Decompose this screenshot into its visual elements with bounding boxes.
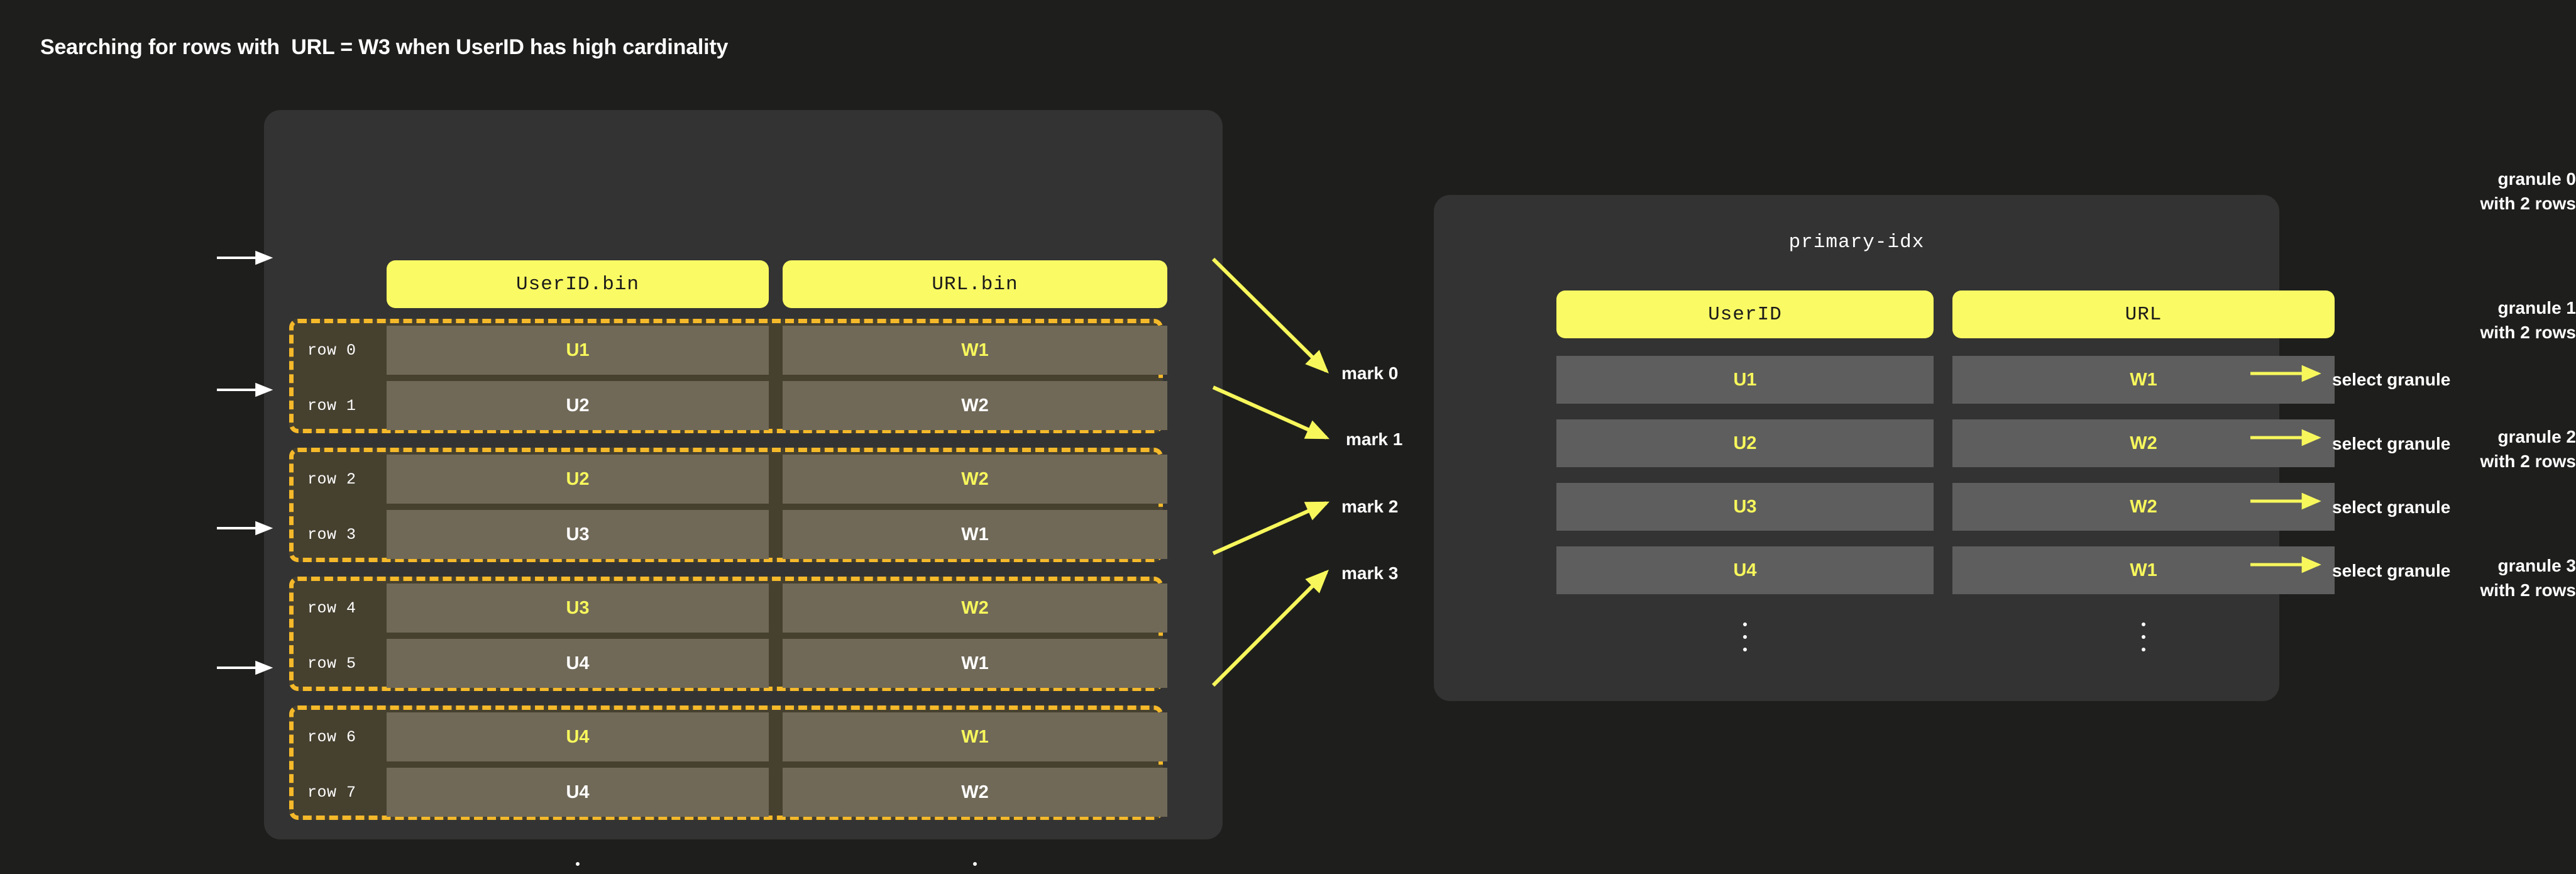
cell-url: W2: [783, 381, 1167, 430]
url-bin-ellipsis-icon: [969, 862, 981, 874]
mark-label-2: mark 2: [1341, 497, 1399, 516]
column-header-url-bin: URL.bin: [783, 260, 1167, 308]
table-row: row 2 U2 W2: [294, 455, 1167, 504]
granule-0[interactable]: row 0 U1 W1 row 1 U2 W2: [289, 319, 1167, 433]
mark-connector-3: [1211, 570, 1329, 687]
granule-label-2: granule 2 with 2 rows: [2480, 427, 2576, 471]
mark-connector-1: [1212, 385, 1330, 440]
index-row[interactable]: U4 W1: [1434, 546, 2335, 594]
column-header-userid-bin: UserID.bin: [387, 260, 769, 308]
select-granule-label-2: select granule: [2332, 497, 2451, 517]
index-row[interactable]: U1 W1: [1434, 356, 2335, 404]
granule-pointer-arrows: [217, 250, 273, 675]
index-cell-url: W2: [1952, 419, 2335, 467]
index-cell-url: W1: [1952, 546, 2335, 594]
column-header-url: URL: [1952, 290, 2335, 338]
granule-2[interactable]: row 4 U3 W2 row 5 U4 W1: [289, 577, 1167, 691]
index-cell-url: W2: [1952, 483, 2335, 531]
table-row: row 7 U4 W2: [294, 768, 1167, 817]
row-label: row 3: [307, 525, 356, 544]
row-label: row 7: [307, 783, 356, 802]
row-label: row 5: [307, 654, 356, 673]
table-row: row 3 U3 W1: [294, 510, 1167, 559]
granule-label-1: granule 1 with 2 rows: [2480, 298, 2576, 342]
cell-url: W2: [783, 584, 1167, 633]
row-label: row 1: [307, 396, 356, 415]
index-row[interactable]: U2 W2: [1434, 419, 2335, 467]
index-cell-userid: U4: [1556, 546, 1934, 594]
index-cell-url: W1: [1952, 356, 2335, 404]
mark-connector-0: [1211, 257, 1329, 373]
granule-label-3: granule 3 with 2 rows: [2480, 556, 2576, 600]
mark-connector-arrows: [1211, 257, 1330, 687]
table-row: row 0 U1 W1: [294, 326, 1167, 375]
primary-idx-panel: primary-idx UserID URL U1 W1 U2 W2 U3 W2…: [1434, 195, 2335, 701]
index-userid-ellipsis-icon: [1739, 622, 1751, 651]
primary-idx-title: primary-idx: [1788, 231, 1925, 253]
cell-userid: U4: [387, 712, 769, 761]
select-granule-label-0: select granule: [2332, 370, 2451, 389]
cell-userid: U3: [387, 510, 769, 559]
table-row: row 6 U4 W1: [294, 712, 1167, 761]
row-label: row 0: [307, 341, 356, 360]
cell-url: W1: [783, 326, 1167, 375]
cell-url: W1: [783, 510, 1167, 559]
userid-bin-ellipsis-icon: [571, 862, 584, 874]
table-row: row 1 U2 W2: [294, 381, 1167, 430]
select-granule-label-3: select granule: [2332, 561, 2451, 580]
cell-userid: U4: [387, 639, 769, 688]
granule-3[interactable]: row 6 U4 W1 row 7 U4 W2: [289, 705, 1167, 820]
index-cell-userid: U3: [1556, 483, 1934, 531]
row-label: row 4: [307, 599, 356, 617]
granule-label-0: granule 0 with 2 rows: [2480, 169, 2576, 213]
mark-label-1: mark 1: [1346, 429, 1403, 449]
cell-userid: U3: [387, 584, 769, 633]
column-header-userid: UserID: [1556, 290, 1934, 338]
cell-userid: U1: [387, 326, 769, 375]
index-cell-userid: U2: [1556, 419, 1934, 467]
page-title: Searching for rows with URL = W3 when Us…: [40, 35, 729, 59]
index-url-ellipsis-icon: [2137, 622, 2150, 651]
table-row: row 4 U3 W2: [294, 584, 1167, 633]
row-label: row 2: [307, 470, 356, 489]
cell-url: W2: [783, 768, 1167, 817]
index-row[interactable]: U3 W2: [1434, 483, 2335, 531]
cell-url: W1: [783, 639, 1167, 688]
cell-userid: U2: [387, 381, 769, 430]
index-cell-userid: U1: [1556, 356, 1934, 404]
select-granule-label-1: select granule: [2332, 434, 2451, 453]
mark-label-0: mark 0: [1341, 363, 1399, 383]
table-row: row 5 U4 W1: [294, 639, 1167, 688]
cell-userid: U2: [387, 455, 769, 504]
row-label: row 6: [307, 727, 356, 746]
cell-url: W1: [783, 712, 1167, 761]
cell-url: W2: [783, 455, 1167, 504]
data-part-panel: UserID.bin URL.bin row 0 U1 W1 row 1 U2 …: [264, 110, 1223, 866]
granule-1[interactable]: row 2 U2 W2 row 3 U3 W1: [289, 448, 1167, 562]
mark-connector-2: [1212, 501, 1330, 555]
mark-label-3: mark 3: [1341, 563, 1399, 583]
cell-userid: U4: [387, 768, 769, 817]
